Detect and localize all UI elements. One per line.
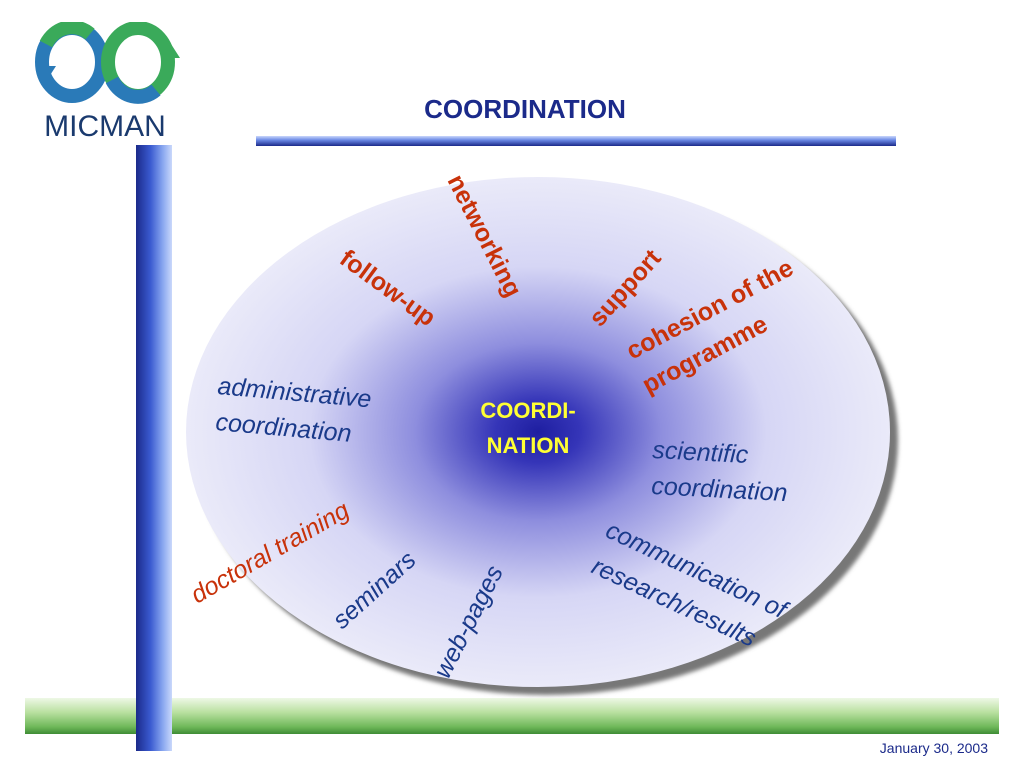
bottom-green-bar [25,698,999,734]
title-underline-bar [256,136,896,146]
logo-text: MICMAN [44,110,166,143]
center-label-line2: NATION [487,433,570,458]
coordination-oval [186,177,890,687]
logo-rings-icon [35,20,180,104]
footer-date: January 30, 2003 [879,740,988,756]
left-vertical-bar [136,145,172,751]
micman-logo: MICMAN [30,20,180,143]
label-scientific-line1: scientific [652,436,750,469]
slide-title: COORDINATION [424,94,626,124]
center-label-line1: COORDI- [480,398,575,423]
